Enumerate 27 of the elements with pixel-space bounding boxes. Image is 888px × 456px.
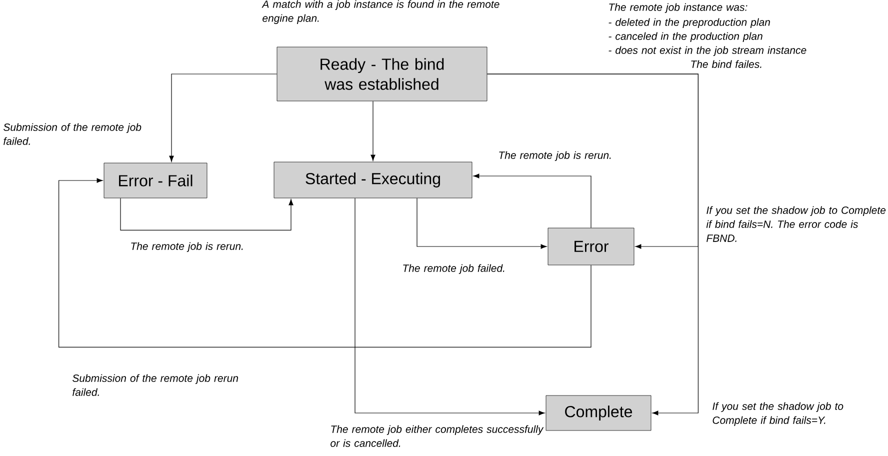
arrow <box>370 100 376 161</box>
arrow <box>486 74 698 416</box>
note-text: The remote job instance was: <box>609 3 748 13</box>
state-box: Error - Fail <box>104 162 208 198</box>
edge-label: The remote job failed. <box>403 264 504 274</box>
arrow <box>473 174 592 228</box>
note-text: The bind failes. <box>691 60 762 68</box>
note-text: - canceled in the production plan <box>608 32 762 42</box>
arrow <box>416 198 547 249</box>
state-box: Complete <box>546 395 652 431</box>
edge-label: The remote job either completes successfully or is cancelled. <box>330 425 544 447</box>
arrow <box>169 74 278 162</box>
note-text: - deleted in the preproduction plan <box>608 18 770 28</box>
note-text: A match with a job instance is found in the remote engine plan. <box>262 0 500 24</box>
edge-label: If you set the shadow job to Complete if bind fails=Y. <box>712 402 844 426</box>
edge-label: Submission of the remote job failed. <box>4 123 142 145</box>
state-box: Error <box>548 228 634 266</box>
note-text: - does not exist in the job stream instance <box>608 46 806 56</box>
arrow <box>354 198 545 416</box>
arrow <box>58 178 592 348</box>
state-box: Started - Executing <box>274 162 472 198</box>
edge-label: The remote job is rerun. <box>499 151 611 161</box>
edge-label: If you set the shadow job to Complete if bind fails=N. The error code is FBND. <box>706 206 886 242</box>
arrow <box>120 198 294 230</box>
edge-label: The remote job is rerun. <box>131 242 243 252</box>
state-box: Ready - The bind was established <box>276 46 488 102</box>
edge-label: Submission of the remote job rerun failed. <box>72 374 238 396</box>
